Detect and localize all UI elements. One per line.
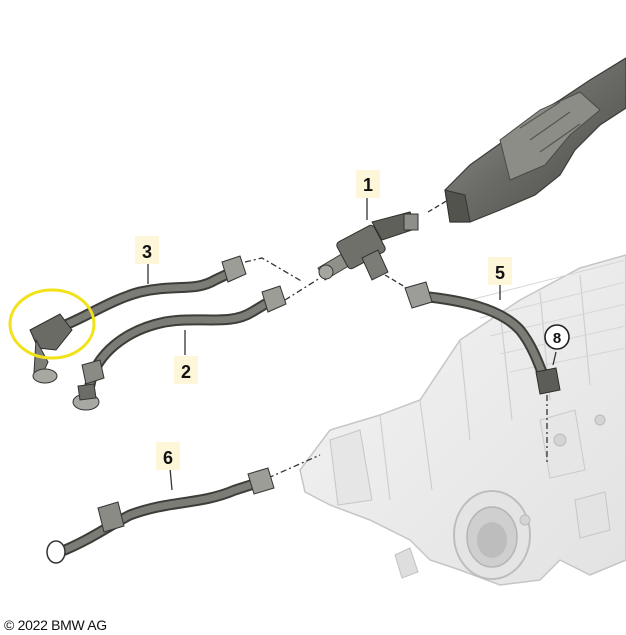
hose-3	[29, 255, 247, 384]
t-connector	[317, 211, 419, 281]
callout-1-text: 1	[363, 175, 373, 195]
filter-unit	[444, 57, 626, 223]
callout-3: 3	[135, 236, 159, 264]
callout-2: 2	[174, 356, 198, 384]
callout-6: 6	[156, 442, 180, 470]
callout-2-text: 2	[181, 362, 191, 382]
callout-6-text: 6	[163, 448, 173, 468]
callout-8: 8	[544, 324, 570, 350]
hose-6	[46, 467, 275, 564]
highlight-circle	[8, 288, 96, 360]
callout-3-text: 3	[142, 242, 152, 262]
callout-1: 1	[356, 170, 380, 198]
hose-5	[404, 281, 561, 395]
callout-8-text: 8	[553, 330, 561, 347]
callout-5: 5	[488, 257, 512, 285]
copyright-notice: © 2022 BMW AG	[4, 617, 107, 633]
leader-lines	[147, 195, 557, 491]
callout-5-text: 5	[495, 263, 505, 283]
hose-2	[72, 285, 287, 411]
